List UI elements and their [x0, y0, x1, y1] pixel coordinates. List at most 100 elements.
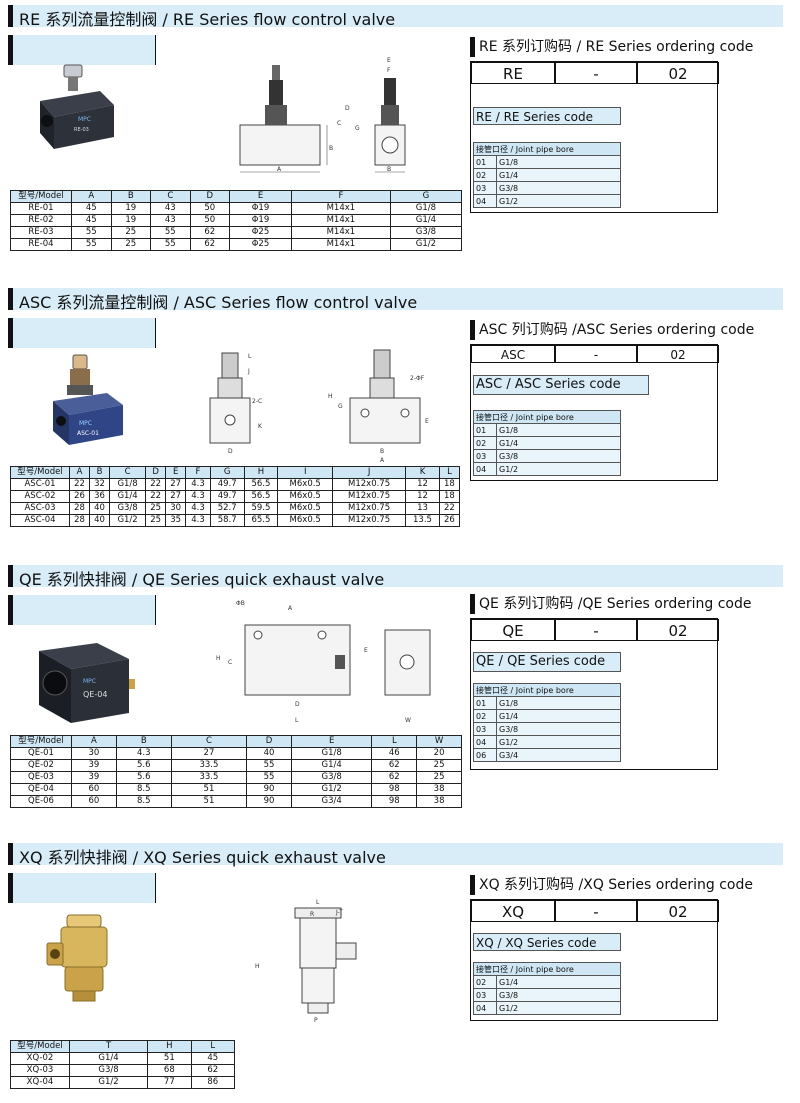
svg-text:B: B	[380, 448, 384, 455]
svg-text:D: D	[228, 448, 233, 455]
svg-text:ΦB: ΦB	[236, 600, 245, 607]
xq-code-dash: -	[555, 900, 637, 922]
asc-section-title: ASC 系列流量控制阀 / ASC Series flow control va…	[19, 293, 418, 312]
svg-text:H: H	[216, 655, 221, 662]
qe-dimension-drawing: ΦB A H C D L E W	[200, 600, 460, 730]
svg-text:A: A	[277, 166, 282, 173]
qe-valve-image: MPC QE-04	[39, 643, 135, 723]
svg-text:B: B	[329, 145, 333, 152]
qe-corner-tab	[8, 595, 156, 625]
asc-code-dash: -	[555, 345, 637, 363]
svg-text:L: L	[248, 353, 252, 360]
xq-code-series: XQ	[471, 900, 555, 922]
asc-photo-label: ASC-01	[77, 430, 99, 437]
asc-code-bore: 02	[637, 345, 719, 363]
qe-ordering-code: QE 系列订购码 /QE Series ordering code QE - 0…	[470, 594, 770, 774]
qe-series-code: QE / QE Series code	[473, 652, 621, 672]
svg-text:D: D	[345, 105, 350, 112]
xq-ordering-code: XQ 系列订购码 /XQ Series ordering code XQ - 0…	[470, 875, 770, 1025]
svg-text:G: G	[338, 403, 343, 410]
svg-text:MPC: MPC	[78, 116, 91, 123]
re-dimension-drawing: A B C D E F G B	[225, 50, 465, 180]
svg-text:F: F	[387, 67, 391, 74]
xq-code-bore: 02	[637, 900, 719, 922]
qe-order-box: QE - 02 QE / QE Series code 接管口径 / Joint…	[470, 618, 719, 770]
svg-text:W: W	[405, 717, 411, 724]
svg-text:J: J	[247, 368, 250, 375]
qe-product-photo: MPC QE-04	[35, 625, 135, 725]
asc-corner-tab	[8, 318, 156, 348]
svg-text:H: H	[255, 963, 260, 970]
qe-code-row: QE - 02	[471, 619, 719, 641]
re-series-code: RE / RE Series code	[473, 107, 621, 125]
qe-section-title: QE 系列快排阀 / QE Series quick exhaust valve	[19, 570, 385, 589]
svg-text:A: A	[288, 605, 293, 612]
svg-text:L: L	[295, 717, 299, 724]
re-order-box: RE - 02 RE / RE Series code 接管口径 / Joint…	[470, 61, 719, 213]
svg-text:P: P	[314, 1017, 318, 1024]
qe-code-bore: 02	[637, 619, 719, 641]
re-corner-tab	[8, 35, 156, 65]
svg-text:E: E	[425, 418, 429, 425]
xq-section-header: XQ 系列快排阀 / XQ Series quick exhaust valve	[8, 843, 783, 867]
xq-order-box: XQ - 02 XQ / XQ Series code 接管口径 / Joint…	[470, 899, 719, 1021]
asc-code-row: ASC - 02	[471, 345, 719, 367]
re-section-title: RE 系列流量控制阀 / RE Series flow control valv…	[19, 10, 396, 29]
svg-text:H: H	[328, 393, 333, 400]
svg-text:J-T: J-T	[335, 909, 343, 916]
xq-valve-image	[46, 914, 108, 1002]
re-code-series: RE	[471, 62, 555, 84]
svg-text:MPC: MPC	[83, 678, 96, 685]
asc-ordering-code: ASC 列订购码 /ASC Series ordering code ASC -…	[470, 320, 770, 495]
re-order-title: RE 系列订购码 / RE Series ordering code	[470, 37, 753, 57]
asc-valve-image: MPC ASC-01	[53, 354, 123, 445]
qe-code-dash: -	[555, 619, 637, 641]
re-product-photo: MPC RE-03	[30, 63, 120, 153]
asc-dimension-drawing: L J 2-C K D H G 2-ΦF E B A	[200, 328, 450, 468]
asc-section-header: ASC 系列流量控制阀 / ASC Series flow control va…	[8, 288, 783, 312]
xq-product-photo	[45, 913, 125, 1003]
re-ordering-code: RE 系列订购码 / RE Series ordering code RE - …	[470, 37, 770, 222]
xq-series-code: XQ / XQ Series code	[473, 933, 621, 951]
re-section-header: RE 系列流量控制阀 / RE Series flow control valv…	[8, 5, 783, 29]
asc-order-title: ASC 列订购码 /ASC Series ordering code	[470, 320, 754, 340]
svg-text:2-C: 2-C	[252, 398, 262, 405]
svg-text:E: E	[364, 647, 368, 654]
svg-text:B: B	[387, 166, 391, 173]
svg-text:A: A	[380, 457, 385, 464]
xq-code-row: XQ - 02	[471, 900, 719, 922]
